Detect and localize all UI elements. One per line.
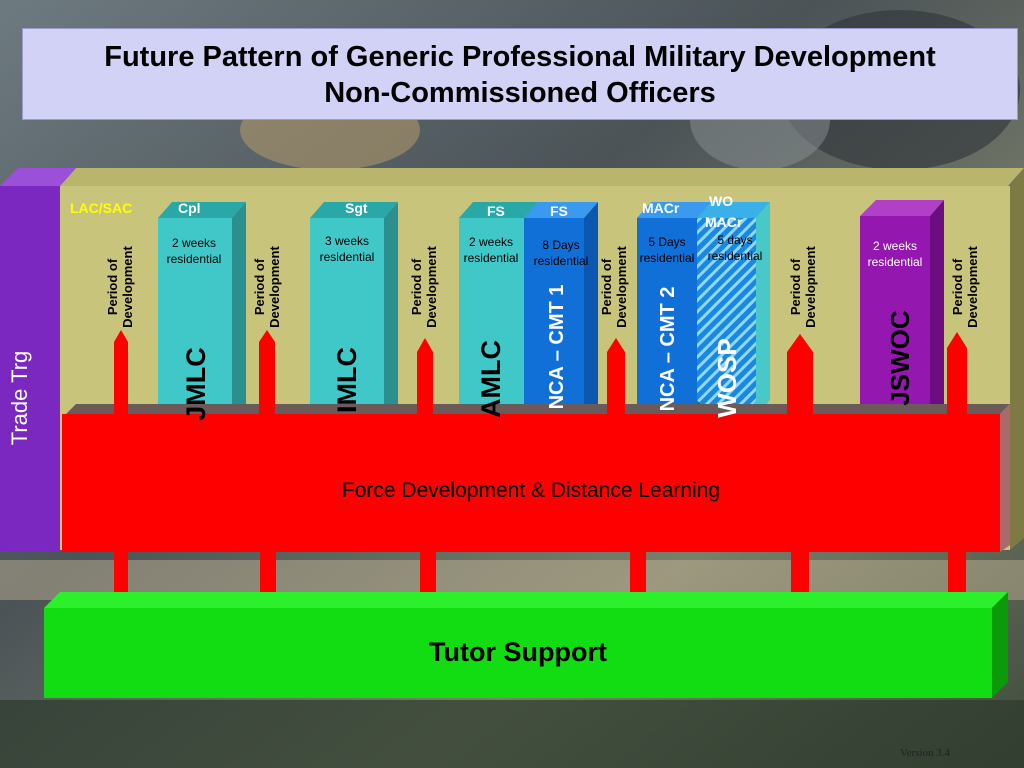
red-band-side: [1000, 404, 1010, 552]
left-bar-top: [0, 168, 76, 186]
pod-line1: Period of: [950, 258, 965, 316]
jswoc-pod: [860, 216, 930, 416]
jswoc-pod-side: [930, 200, 944, 420]
imlc-duration-line1: 3 weeks: [324, 234, 370, 248]
nca1-duration-line2: residential: [533, 254, 589, 268]
period-of-development-3: Period of Development: [409, 232, 441, 342]
up-arrow: [947, 332, 967, 414]
up-arrow: [787, 334, 813, 414]
pod-line2: Development: [424, 246, 439, 328]
course-jmlc: JMLC: [181, 347, 211, 421]
period-of-development-6: Period of Development: [950, 232, 982, 342]
force-development-label: Force Development & Distance Learning: [341, 479, 721, 502]
course-wosp: WOSP: [712, 338, 742, 418]
jswoc-duration-line1: 2 weeks: [872, 239, 918, 253]
course-imlc: IMLC: [332, 347, 362, 413]
up-arrow: [607, 338, 625, 414]
rank-lac-sac: LAC/SAC: [70, 200, 133, 216]
pod-line2: Development: [803, 246, 818, 328]
imlc-duration: 3 weeks residential: [310, 233, 384, 265]
nca1-pod: [524, 218, 584, 448]
wosp-pod: [697, 218, 756, 440]
nca1-pod-top: [524, 202, 598, 218]
imlc-pod: [310, 218, 384, 456]
amlc-pod-top: [459, 202, 540, 218]
pod-line2: Development: [965, 246, 980, 328]
imlc-duration-line2: residential: [319, 250, 375, 264]
course-nca1: NCA – CMT 1: [546, 284, 568, 410]
pod-line1: Period of: [788, 258, 803, 316]
course-amlc: AMLC: [476, 340, 506, 418]
up-arrow: [417, 338, 433, 414]
imlc-pod-top: [310, 202, 398, 218]
green-bar-side: [992, 592, 1008, 698]
up-arrow: [114, 330, 128, 414]
period-of-development-5: Period of Development: [788, 232, 820, 342]
pod-line1: Period of: [252, 258, 267, 316]
period-of-development-1: Period of Development: [105, 232, 137, 342]
rank-wo-line1: WO: [709, 193, 734, 209]
up-arrows: [114, 330, 967, 414]
jswoc-pod-top: [860, 200, 944, 216]
nca2-duration: 5 Days residential: [632, 234, 702, 266]
nca2-pod: [637, 218, 698, 448]
pod-line1: Period of: [105, 258, 120, 316]
version-label: Version 3.4: [899, 747, 951, 759]
left-bar: [0, 186, 60, 551]
course-nca2: NCA – CMT 2: [657, 286, 679, 412]
page-title-line2: Non-Commissioned Officers: [324, 77, 716, 109]
pod-line2: Development: [267, 246, 282, 328]
jmlc-duration: 2 weeks residential: [158, 235, 230, 267]
period-of-development-4: Period of Development: [599, 232, 631, 342]
amlc-duration: 2 weeks residential: [456, 234, 526, 266]
red-band-top: [66, 404, 1010, 414]
rank-fs-1: FS: [487, 203, 505, 219]
nca2-duration-line1: 5 Days: [648, 235, 686, 249]
pod-line1: Period of: [599, 258, 614, 316]
rank-cpl: Cpl: [178, 200, 201, 216]
rank-sgt: Sgt: [345, 200, 368, 216]
amlc-duration-line1: 2 weeks: [468, 235, 514, 249]
up-arrow: [259, 330, 275, 414]
jmlc-pod-top: [158, 202, 246, 218]
pod-line1: Period of: [409, 258, 424, 316]
wosp-pod-side: [725, 202, 770, 440]
green-bar-top: [44, 592, 1008, 608]
amlc-pod: [459, 218, 526, 456]
amlc-duration-line2: residential: [463, 251, 519, 265]
jmlc-duration-line1: 2 weeks: [171, 236, 217, 250]
wosp-duration: 5 days residential: [700, 232, 770, 264]
jswoc-duration-line2: residential: [867, 255, 923, 269]
nca1-duration: 8 Days residential: [526, 237, 596, 269]
green-bar: [44, 608, 992, 698]
rank-fs-2: FS: [550, 203, 568, 219]
jswoc-duration: 2 weeks residential: [860, 238, 930, 270]
trade-trg-label: Trade Trg: [7, 350, 32, 446]
wosp-pod-top: [697, 202, 770, 218]
jmlc-pod: [158, 218, 232, 456]
pod-line2: Development: [120, 246, 135, 328]
pod-line2: Development: [614, 246, 629, 328]
jmlc-duration-line2: residential: [166, 252, 222, 266]
title-box: [22, 28, 1018, 120]
nca1-pod-side: [550, 202, 598, 448]
rank-macr: MACr: [642, 200, 680, 216]
course-jswoc: JSWOC: [885, 310, 915, 406]
rank-wo-line2: MACr: [705, 214, 743, 230]
wosp-duration-line1: 5 days: [717, 233, 753, 247]
page-title-line1: Future Pattern of Generic Professional M…: [104, 41, 936, 73]
tutor-support-label: Tutor Support: [429, 637, 607, 667]
nca1-duration-line1: 8 Days: [542, 238, 580, 252]
red-band: [62, 414, 1000, 552]
nca2-pod-top: [637, 202, 712, 218]
wosp-duration-line2: residential: [707, 249, 763, 263]
period-of-development-2: Period of Development: [252, 232, 284, 342]
nca2-duration-line2: residential: [639, 251, 695, 265]
platform-top: [60, 168, 1024, 186]
platform-side: [1010, 168, 1024, 550]
